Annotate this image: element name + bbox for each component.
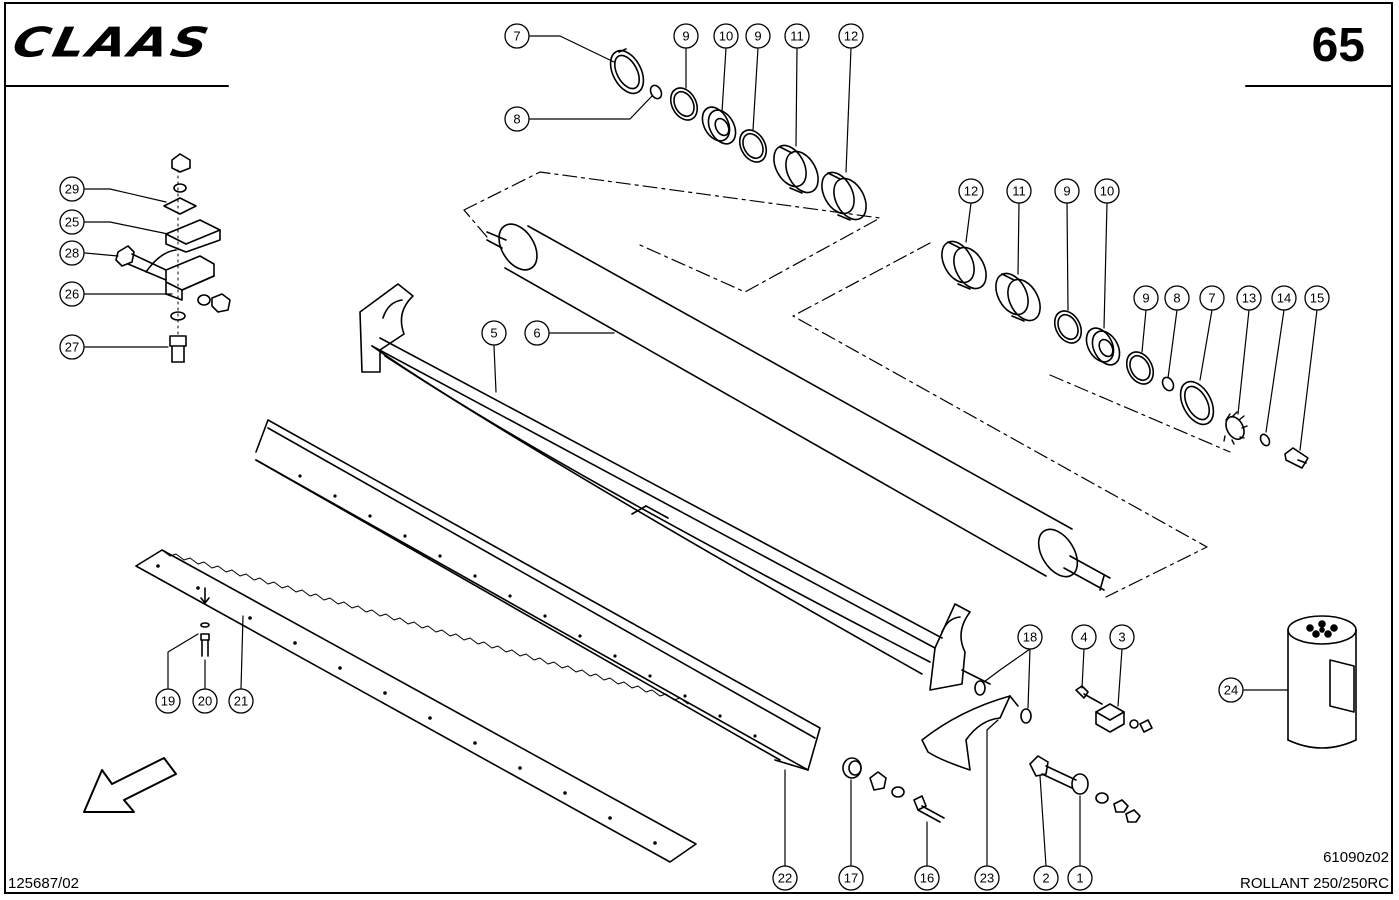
callout-1: 1 (1076, 871, 1083, 886)
callout-11: 11 (790, 29, 804, 44)
page-number: 65 (1311, 19, 1365, 72)
direction-arrow (83, 757, 177, 813)
callout-22: 22 (778, 871, 792, 886)
callout-6: 6 (533, 326, 540, 341)
callout-20: 20 (198, 694, 212, 709)
leader-lines (84, 35, 1318, 867)
callout-8: 8 (513, 112, 520, 127)
callout-11: 11 (1012, 184, 1026, 199)
callout-19: 19 (161, 694, 175, 709)
callout-9: 9 (682, 29, 689, 44)
model-name: ROLLANT 250/250RC (1240, 875, 1389, 892)
callout-29: 29 (65, 182, 79, 197)
upper-bearing-group (609, 48, 867, 221)
callout-2: 2 (1042, 871, 1049, 886)
blade-holes (156, 564, 657, 845)
callout-18: 18 (1023, 630, 1037, 645)
fastener-parts (842, 680, 1153, 823)
callout-24: 24 (1224, 683, 1238, 698)
support-beam (359, 283, 991, 691)
callout-7: 7 (513, 29, 520, 44)
callout-12: 12 (844, 29, 858, 44)
assembly-guide-lines (463, 171, 1231, 598)
callout-27: 27 (65, 340, 79, 355)
blade-bolt (200, 587, 210, 657)
callout-9: 9 (1142, 291, 1149, 306)
callout-numbers: 7 8 9 10 9 11 12 12 11 9 10 9 8 7 13 14 … (65, 29, 1324, 886)
callout-9: 9 (1063, 184, 1070, 199)
callout-21: 21 (234, 694, 248, 709)
callout-3: 3 (1118, 630, 1125, 645)
spray-can (1287, 615, 1357, 749)
page-border (4, 2, 1393, 894)
callout-4: 4 (1080, 630, 1087, 645)
callout-25: 25 (65, 215, 79, 230)
callout-17: 17 (844, 871, 858, 886)
serrated-blade (135, 549, 697, 863)
callout-5: 5 (490, 326, 497, 341)
angle-strip (255, 419, 821, 771)
callout-16: 16 (920, 871, 934, 886)
callout-26: 26 (65, 287, 79, 302)
callout-15: 15 (1310, 291, 1324, 306)
callout-13: 13 (1242, 291, 1256, 306)
callout-28: 28 (65, 246, 79, 261)
callout-14: 14 (1277, 291, 1291, 306)
callout-7: 7 (1208, 291, 1215, 306)
lower-bearing-group (941, 240, 1309, 469)
callout-9: 9 (754, 29, 761, 44)
roller-shaft (486, 223, 1111, 591)
sensor-bracket-assembly (115, 153, 231, 363)
callout-10: 10 (719, 29, 733, 44)
document-number: 125687/02 (8, 875, 79, 892)
callout-circles (59, 23, 1330, 891)
drawing-number: 61090z02 (1323, 849, 1389, 866)
callout-23: 23 (980, 871, 994, 886)
callout-12: 12 (964, 184, 978, 199)
angle-strip-holes (298, 474, 757, 738)
callout-10: 10 (1100, 184, 1114, 199)
callout-8: 8 (1173, 291, 1180, 306)
